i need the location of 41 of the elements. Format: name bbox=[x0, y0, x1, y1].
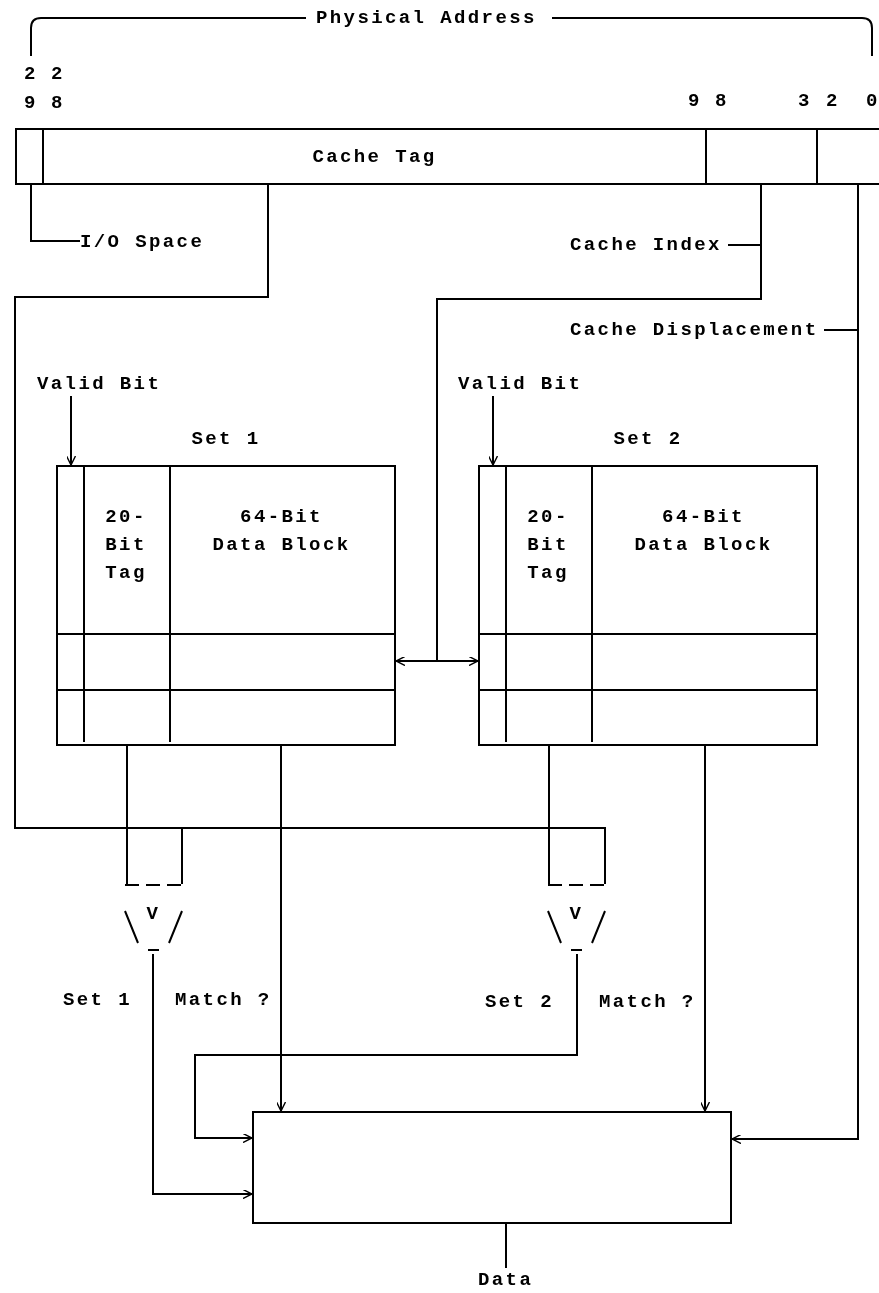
bit-number: 2 bbox=[826, 89, 840, 113]
output-label: Match ? bbox=[175, 988, 272, 1012]
connector-line bbox=[194, 953, 578, 1144]
column-heading: 20- Bit Tag bbox=[526, 505, 570, 586]
connector-line bbox=[731, 184, 859, 1145]
connector-line bbox=[487, 395, 499, 466]
connector-line bbox=[126, 745, 128, 885]
connector-line bbox=[14, 184, 606, 885]
bit-number: 28 bbox=[51, 62, 64, 116]
connector-line bbox=[152, 953, 253, 1200]
comparator-label: V bbox=[146, 902, 161, 926]
signal-label: I/O Space bbox=[80, 230, 205, 254]
register-field bbox=[705, 128, 818, 185]
signal-label: Data bbox=[478, 1268, 534, 1292]
bit-number: 8 bbox=[715, 89, 729, 113]
output-label: Set 2 bbox=[485, 990, 554, 1014]
register-field bbox=[15, 128, 44, 185]
bit-number: 0 bbox=[866, 89, 879, 113]
connector-line bbox=[505, 1223, 507, 1269]
field-label: Cache Tag bbox=[312, 144, 437, 169]
register-field bbox=[42, 128, 707, 185]
comparator-label: V bbox=[569, 902, 584, 926]
signal-label: Valid Bit bbox=[458, 372, 583, 396]
connector-line bbox=[65, 395, 77, 466]
column-heading: 20- Bit Tag bbox=[104, 505, 148, 586]
bit-number: 3 bbox=[798, 89, 812, 113]
bit-number: 9 bbox=[688, 89, 702, 113]
table-heading: Set 1 bbox=[190, 427, 262, 451]
connector-line bbox=[699, 745, 711, 1112]
register-field bbox=[816, 128, 879, 185]
connector-line bbox=[548, 745, 550, 885]
signal-label: Valid Bit bbox=[37, 372, 162, 396]
table-heading: Set 2 bbox=[612, 427, 684, 451]
selector-box bbox=[252, 1111, 732, 1224]
connector-line bbox=[30, 184, 81, 242]
bit-number: 29 bbox=[24, 62, 37, 116]
output-label: Match ? bbox=[599, 990, 696, 1014]
connector-line bbox=[275, 745, 287, 1112]
column-heading: 64-Bit Data Block bbox=[211, 505, 352, 558]
column-heading: 64-Bit Data Block bbox=[633, 505, 774, 558]
output-label: Set 1 bbox=[63, 988, 132, 1012]
